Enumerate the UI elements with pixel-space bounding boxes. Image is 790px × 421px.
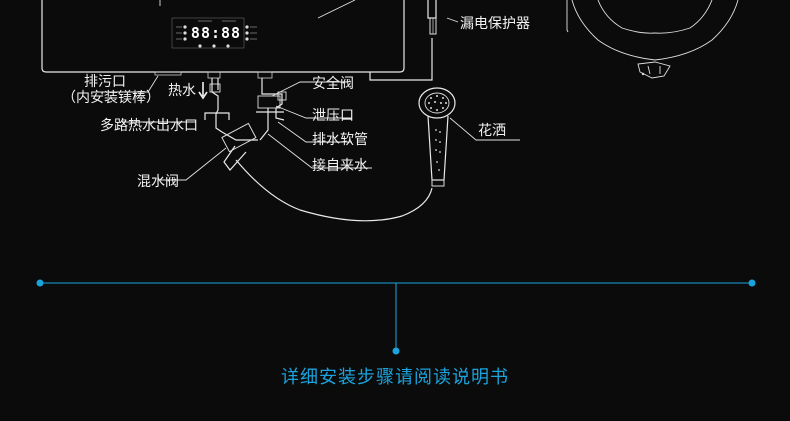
label-drain-hose: 排水软管 [312, 132, 368, 148]
safety-valve-assembly [256, 78, 287, 141]
panel-indicators [176, 20, 257, 41]
mixing-valve [221, 122, 258, 171]
label-tap-water: 接自来水 [312, 157, 368, 174]
label-hot-water: 热水 [168, 83, 196, 99]
shower-fixture-right [566, 0, 739, 79]
label-multi-outlet: 多路热水出水口 [100, 117, 198, 134]
hot-water-arrow-icon [198, 82, 208, 100]
timeline-dot-left [36, 279, 44, 287]
leak-protector [369, 0, 459, 81]
shower-head [418, 87, 456, 187]
label-shower: 花洒 [478, 123, 506, 139]
label-mixing-valve: 混水阀 [137, 174, 179, 190]
water-heater-body: 88:88 [41, 0, 405, 79]
footer-caption: 详细安装步骤请阅读说明书 [281, 367, 509, 388]
timeline-dot-bottom [392, 347, 400, 355]
label-drain-outlet: 排污口 [84, 74, 126, 90]
footer-timeline [36, 279, 756, 355]
timeline-dot-right [748, 279, 756, 287]
display-digits: 88:88 [191, 24, 241, 42]
leader-lines [100, 75, 520, 181]
panel-buttons [198, 44, 230, 48]
control-panel [171, 17, 245, 49]
label-drain-outlet-note: （内安装镁棒） [62, 90, 160, 106]
hot-water-pipe [204, 78, 230, 133]
label-leak-protector: 漏电保护器 [460, 16, 530, 32]
label-safety-valve: 安全阀 [312, 75, 354, 92]
label-pressure-relief: 泄压口 [312, 108, 354, 124]
shower-hose [235, 159, 433, 222]
